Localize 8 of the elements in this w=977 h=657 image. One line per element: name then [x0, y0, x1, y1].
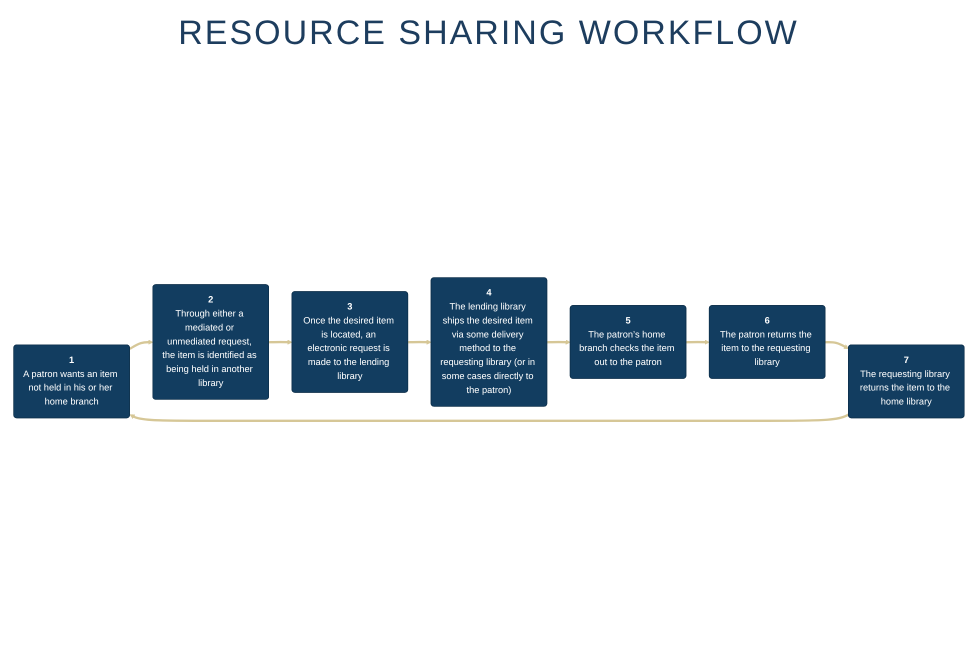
- arrow: [268, 339, 292, 344]
- arrow: [546, 339, 570, 344]
- arrow: [408, 339, 432, 344]
- arrow: [824, 340, 848, 349]
- arrow: [686, 339, 710, 344]
- diagram-title: RESOURCE SHARING WORKFLOW: [177, 14, 800, 53]
- arrow: [128, 339, 153, 350]
- arrow: [129, 413, 849, 422]
